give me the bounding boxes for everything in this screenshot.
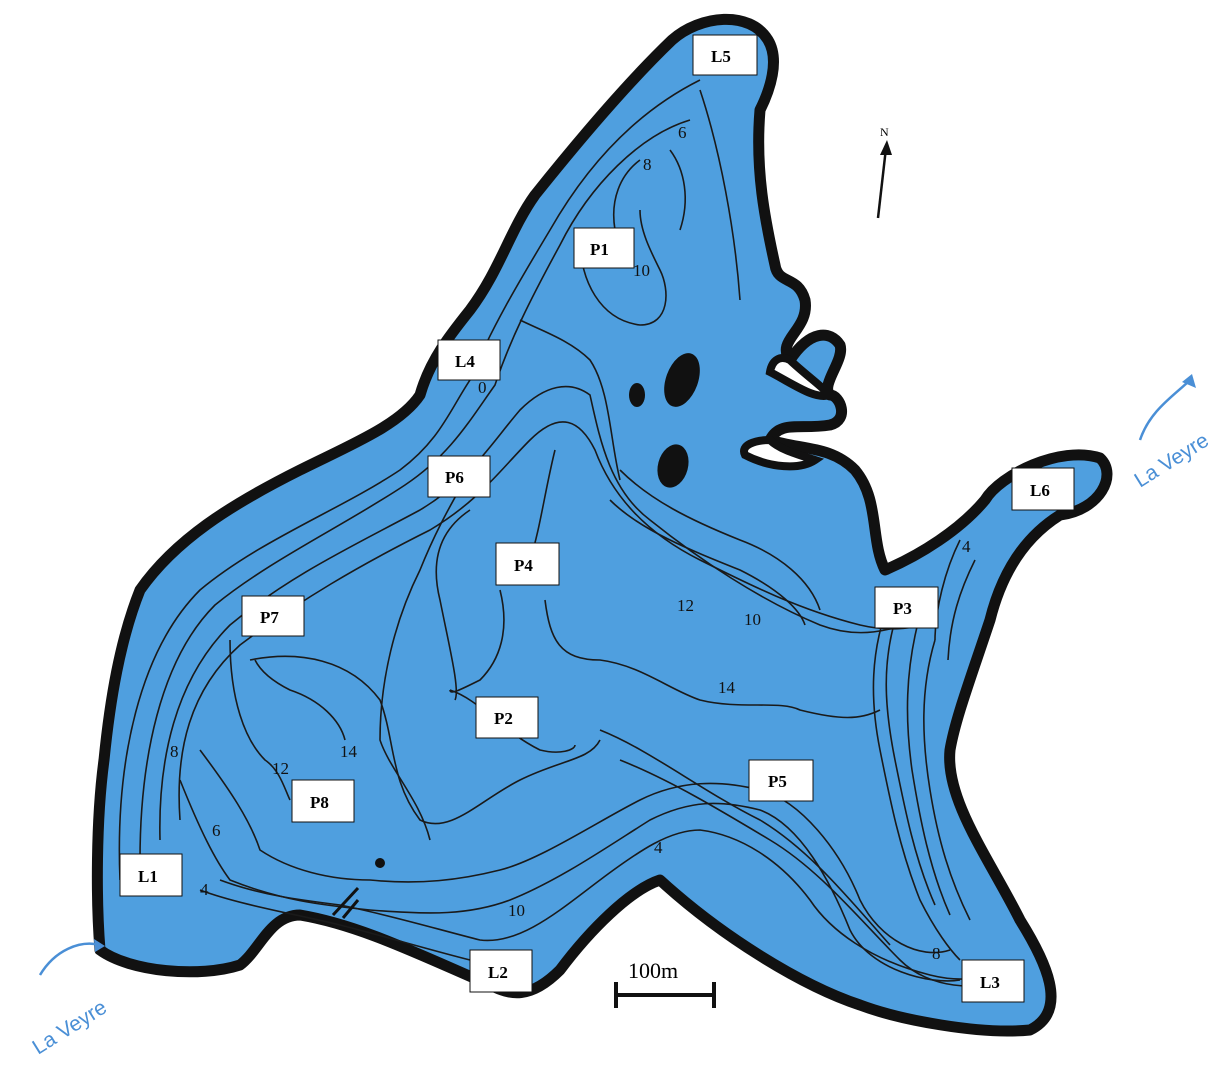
depth-label: 10 (508, 901, 525, 920)
depth-label: 14 (718, 678, 736, 697)
depth-label: 6 (212, 821, 221, 840)
station-L1[interactable]: L1 (119, 853, 183, 897)
station-L3[interactable]: L3 (961, 959, 1025, 1003)
depth-label: 14 (340, 742, 358, 761)
station-P7[interactable]: P7 (241, 595, 305, 637)
north-label: N (880, 125, 889, 139)
depth-label: 8 (643, 155, 652, 174)
station-label: L4 (455, 352, 475, 371)
station-label: L6 (1030, 481, 1050, 500)
station-L6[interactable]: L6 (1011, 467, 1075, 511)
river-arrow-outflow (1138, 379, 1191, 441)
station-P6[interactable]: P6 (427, 455, 491, 498)
depth-labels: 6 8 10 12 10 4 14 8 12 14 6 4 4 10 8 0 (170, 123, 971, 963)
depth-label: 6 (678, 123, 687, 142)
station-label: P4 (514, 556, 533, 575)
station-label: P1 (590, 240, 609, 259)
station-label: P5 (768, 772, 787, 791)
station-label: P8 (310, 793, 329, 812)
river-label-inflow: La Veyre (28, 996, 110, 1059)
depth-label: 8 (932, 944, 941, 963)
station-L2[interactable]: L2 (469, 949, 533, 993)
station-L4[interactable]: L4 (437, 339, 501, 381)
river-arrow-outflow-head (1182, 374, 1196, 388)
station-P1[interactable]: P1 (573, 227, 635, 269)
depth-label: 4 (962, 537, 971, 556)
depth-label: 10 (744, 610, 761, 629)
depth-label: 4 (654, 838, 663, 857)
depth-label: 0 (478, 378, 487, 397)
island-2 (629, 383, 645, 407)
depth-label: 12 (677, 596, 694, 615)
east-inlet-2 (765, 354, 838, 400)
station-label: P7 (260, 608, 279, 627)
north-arrow-icon: N (876, 125, 892, 219)
scale-label: 100m (628, 958, 678, 983)
station-label: L5 (711, 47, 731, 66)
station-label: P2 (494, 709, 513, 728)
station-label: L1 (138, 867, 158, 886)
river-arrow-inflow-head (94, 939, 105, 952)
station-L5[interactable]: L5 (692, 34, 758, 76)
stations: L5 P1 L4 P6 P4 L6 P3 P7 (119, 34, 1075, 1003)
island-3 (657, 444, 689, 488)
station-label: P3 (893, 599, 912, 618)
station-P3[interactable]: P3 (874, 586, 939, 629)
station-label: L2 (488, 963, 508, 982)
dam-marker (375, 858, 385, 868)
depth-label: 10 (633, 261, 650, 280)
depth-label: 12 (272, 759, 289, 778)
station-label: L3 (980, 973, 1000, 992)
depth-label: 8 (170, 742, 179, 761)
river-label-outflow: La Veyre (1130, 429, 1212, 492)
station-P2[interactable]: P2 (475, 696, 539, 739)
station-P8[interactable]: P8 (291, 779, 355, 823)
station-label: P6 (445, 468, 464, 487)
scale-bar: 100m (614, 958, 716, 1008)
station-P5[interactable]: P5 (748, 759, 814, 802)
station-P4[interactable]: P4 (495, 542, 560, 586)
east-inlet-1 (740, 435, 825, 471)
depth-label: 4 (200, 880, 209, 899)
island-1 (664, 353, 700, 407)
dam-line (341, 899, 360, 919)
dam-line (331, 886, 360, 917)
river-arrow-inflow (38, 942, 101, 976)
lake-shoreline (91, 13, 1113, 1037)
